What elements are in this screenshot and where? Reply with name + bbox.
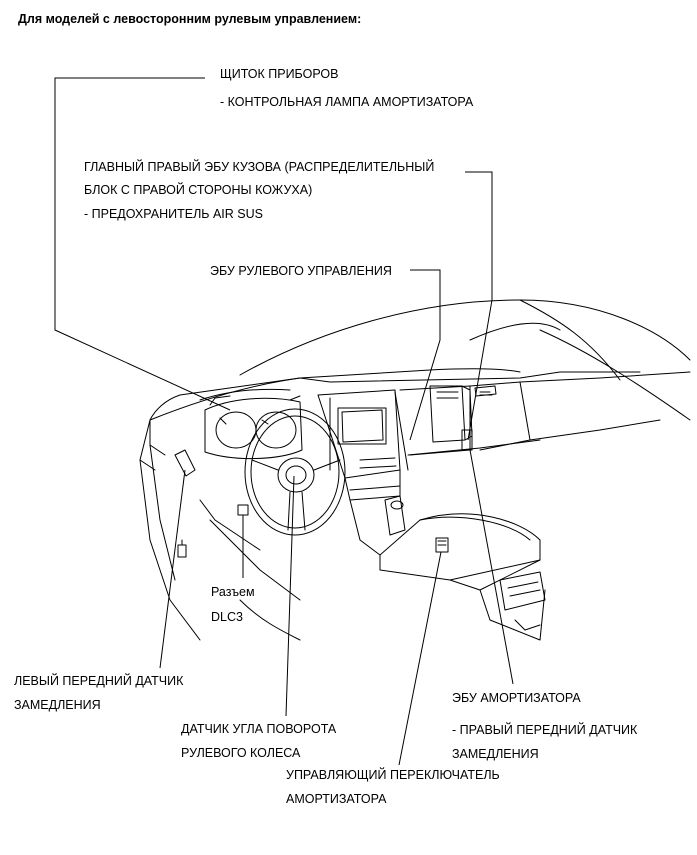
callout-absorber-ecu-sub1: - ПРАВЫЙ ПЕРЕДНИЙ ДАТЧИК <box>452 723 638 737</box>
leader-left-decel <box>159 469 186 669</box>
leader-steering-ecu <box>409 269 441 441</box>
leader-steering-angle <box>285 475 295 717</box>
callout-steering-angle-line2: РУЛЕВОГО КОЛЕСА <box>181 746 301 760</box>
callout-control-switch-line2: АМОРТИЗАТОРА <box>286 792 387 806</box>
callout-meter-sub: - КОНТРОЛЬНАЯ ЛАМПА АМОРТИЗАТОРА <box>220 95 474 109</box>
steering-wheel <box>244 408 346 536</box>
callout-absorber-ecu-sub2: ЗАМЕДЛЕНИЯ <box>452 747 539 761</box>
callout-left-decel-line1: ЛЕВЫЙ ПЕРЕДНИЙ ДАТЧИК <box>14 674 184 688</box>
leader-absorber-ecu <box>469 449 514 685</box>
absorber-switch-part <box>435 537 449 553</box>
callout-left-decel-line2: ЗАМЕДЛЕНИЯ <box>14 698 101 712</box>
callout-main-body-ecu-line2: БЛОК С ПРАВОЙ СТОРОНЫ КОЖУХА) <box>84 183 313 197</box>
callout-absorber-ecu-title: ЭБУ АМОРТИЗАТОРА <box>452 691 581 705</box>
leader-meter <box>54 77 231 411</box>
left-door-panel <box>139 419 201 641</box>
instrument-cluster <box>204 395 303 460</box>
floor-and-pedals <box>174 449 301 641</box>
callout-steering-angle-line1: ДАТЧИК УГЛА ПОВОРОТА <box>181 722 337 736</box>
right-dashboard <box>399 371 691 456</box>
leader-control-switch <box>398 551 442 766</box>
callout-dlc3-line2: DLC3 <box>211 610 243 624</box>
dashboard-top <box>149 371 641 456</box>
callout-dlc3-line1: Разъем <box>211 585 255 599</box>
callout-control-switch-line1: УПРАВЛЯЮЩИЙ ПЕРЕКЛЮЧАТЕЛЬ <box>286 768 500 782</box>
callout-steering-ecu: ЭБУ РУЛЕВОГО УПРАВЛЕНИЯ <box>210 264 392 278</box>
callout-main-body-ecu-line3: - ПРЕДОХРАНИТЕЛЬ AIR SUS <box>84 207 263 221</box>
center-console <box>317 389 409 556</box>
leader-main-body-ecu <box>465 171 493 441</box>
callout-main-body-ecu-line1: ГЛАВНЫЙ ПРАВЫЙ ЭБУ КУЗОВА (РАСПРЕДЕЛИТЕЛ… <box>84 160 435 174</box>
callout-meter-title: ЩИТОК ПРИБОРОВ <box>220 67 339 81</box>
diagram-header: Для моделей с левосторонним рулевым упра… <box>18 12 362 26</box>
